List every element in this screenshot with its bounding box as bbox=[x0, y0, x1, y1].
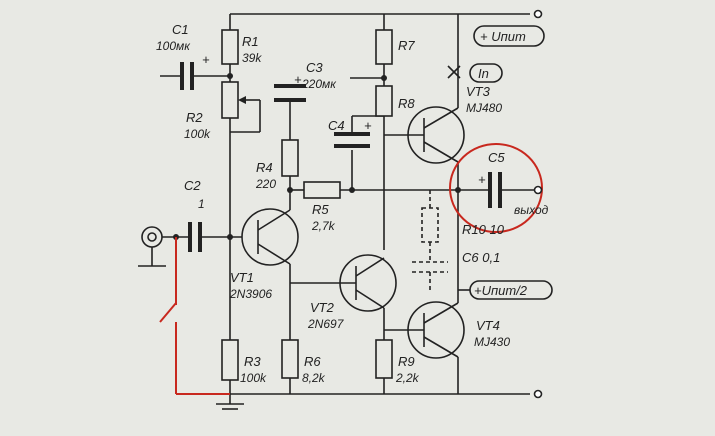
r6-resistor bbox=[281, 339, 299, 394]
input-label: In bbox=[478, 66, 489, 81]
r4-resistor bbox=[281, 139, 299, 193]
c5-name: C5 bbox=[488, 150, 505, 165]
vt2-transistor bbox=[290, 254, 397, 340]
c3-capacitor bbox=[274, 84, 306, 140]
vt1-transistor bbox=[241, 192, 299, 340]
supply-rail bbox=[230, 13, 530, 395]
r1-resistor bbox=[221, 14, 239, 82]
terminals bbox=[447, 9, 543, 399]
vt4-model: MJ430 bbox=[474, 335, 510, 349]
r9-value: 2,2k bbox=[395, 371, 420, 385]
c1-plus-sign: + bbox=[202, 52, 210, 67]
r2-name: R2 bbox=[186, 110, 203, 125]
r5-resistor bbox=[290, 181, 460, 199]
supply-label-box bbox=[473, 25, 545, 47]
c3-plus-sign: + bbox=[294, 72, 302, 87]
input-connector bbox=[138, 226, 188, 267]
c5-capacitor bbox=[455, 172, 538, 208]
c2-value: 1 bbox=[198, 197, 205, 211]
c2-name: C2 bbox=[184, 178, 201, 193]
r3-name: R3 bbox=[244, 354, 261, 369]
c3-value: 220мк bbox=[301, 77, 337, 91]
half-supply-label-box bbox=[469, 280, 553, 300]
c4-name: C4 bbox=[328, 118, 345, 133]
r1-value: 39k bbox=[242, 51, 262, 65]
vt3-model: MJ480 bbox=[466, 101, 502, 115]
r2-potentiometer bbox=[221, 81, 261, 237]
vt2-model: 2N697 bbox=[307, 317, 345, 331]
vt3-transistor bbox=[384, 14, 465, 190]
r5-name: R5 bbox=[312, 202, 329, 217]
c3-name: C3 bbox=[306, 60, 323, 75]
r7-resistor bbox=[375, 14, 393, 86]
c6-label: C6 0,1 bbox=[462, 250, 500, 265]
c4-plus-sign: + bbox=[364, 118, 372, 133]
r3-resistor bbox=[216, 237, 244, 410]
r10-label: R10 10 bbox=[462, 222, 505, 237]
r4-value: 220 bbox=[255, 177, 276, 191]
c5-plus-sign: + bbox=[478, 172, 486, 187]
r6-name: R6 bbox=[304, 354, 321, 369]
r5-value: 2,7k bbox=[311, 219, 336, 233]
vt4-name: VT4 bbox=[476, 318, 500, 333]
c1-value: 100мк bbox=[156, 39, 191, 53]
r8-name: R8 bbox=[398, 96, 415, 111]
r8-resistor bbox=[350, 77, 393, 250]
r9-resistor bbox=[375, 339, 393, 394]
r3-value: 100k bbox=[240, 371, 267, 385]
r4-name: R4 bbox=[256, 160, 273, 175]
vt2-name: VT2 bbox=[310, 300, 335, 315]
r1-name: R1 bbox=[242, 34, 259, 49]
output-label: выход bbox=[514, 203, 549, 217]
highlight-switch bbox=[159, 237, 230, 395]
c5-highlight-circle bbox=[449, 143, 543, 233]
r9-name: R9 bbox=[398, 354, 415, 369]
vt1-name: VT1 bbox=[230, 270, 254, 285]
half-supply-label: +Uпит/2 bbox=[474, 283, 528, 298]
vt3-name: VT3 bbox=[466, 84, 491, 99]
c1-name: C1 bbox=[172, 22, 189, 37]
input-label-box bbox=[469, 63, 503, 83]
r6-value: 8,2k bbox=[302, 371, 326, 385]
vt4-transistor bbox=[384, 190, 465, 394]
r10-c6-snubber bbox=[412, 190, 448, 290]
r7-name: R7 bbox=[398, 38, 415, 53]
c1-capacitor bbox=[160, 62, 233, 90]
r2-value: 100k bbox=[184, 127, 211, 141]
supply-label: + Uпит bbox=[480, 29, 526, 44]
vt1-model: 2N3906 bbox=[229, 287, 272, 301]
